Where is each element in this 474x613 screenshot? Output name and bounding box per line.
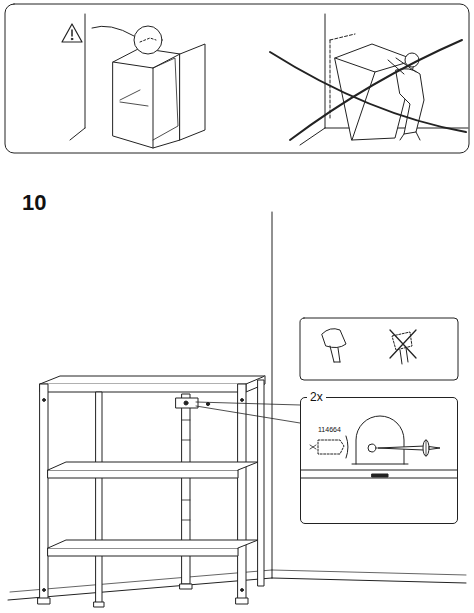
tipping-cabinet-figure bbox=[270, 14, 468, 145]
callout-box: 2x bbox=[300, 397, 458, 524]
callout-detail bbox=[301, 416, 457, 478]
room-corner bbox=[8, 212, 466, 600]
callout-leader bbox=[196, 402, 300, 423]
step-number: 10 bbox=[22, 192, 46, 214]
screw-head-panel bbox=[300, 318, 458, 380]
quantity-label: 2x bbox=[307, 390, 326, 404]
part-number: 114664 bbox=[318, 426, 341, 433]
warning-panel bbox=[5, 4, 469, 153]
safe-cabinet-figure bbox=[62, 14, 205, 148]
shelving-unit bbox=[38, 376, 265, 607]
